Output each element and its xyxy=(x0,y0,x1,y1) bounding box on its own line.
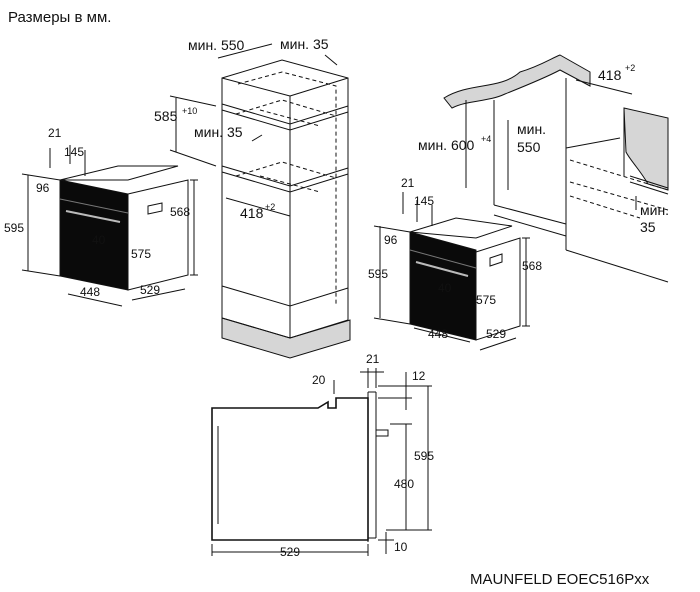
cabinet-under-width-418-tol: +2 xyxy=(625,63,635,73)
model-name: MAUNFELD EOEC516Pxx xyxy=(470,571,650,588)
cabinet-tall-height-585: 585 xyxy=(154,108,178,124)
oven-right-gap-40: 40 xyxy=(438,281,452,295)
countertop-left xyxy=(443,54,591,109)
cabinet-under-min-550-label: мин. xyxy=(517,121,546,137)
countertop-right xyxy=(623,107,669,191)
oven-left-handle xyxy=(65,210,121,223)
cabinet-tall-min-35-mid: мин. 35 xyxy=(194,124,243,140)
cabinet-tall-width-418: 418 xyxy=(240,205,264,221)
cabinet-under-min-550-value: 550 xyxy=(517,139,541,155)
cabinet-under-min-600: мин. 600 xyxy=(418,137,475,153)
oven-left-height-575: 575 xyxy=(131,247,151,261)
oven-right-handle xyxy=(415,261,469,277)
side-bottom-10: 10 xyxy=(394,540,408,554)
oven-left-depth-21: 21 xyxy=(48,126,62,140)
cabinet-tall-dimensions: мин. 550 мин. 35 585 +10 мин. 35 418 +2 xyxy=(154,36,338,221)
oven-left-dimensions: 21 145 595 96 568 40 575 448 529 xyxy=(4,126,198,307)
oven-right-dimensions: 21 145 595 96 568 40 575 448 529 xyxy=(368,176,542,351)
cabinet-under xyxy=(443,54,669,283)
cabinet-under-dimensions: 418 +2 мин. 600 +4 мин. 550 мин. 35 xyxy=(418,63,669,235)
oven-left-height-595: 595 xyxy=(4,221,24,235)
side-depth-20: 20 xyxy=(312,373,326,387)
cabinet-under-min-600-tol: +4 xyxy=(481,134,491,144)
side-depth-529: 529 xyxy=(280,545,300,559)
oven-right-depth-145: 145 xyxy=(414,194,434,208)
oven-right-height-568: 568 xyxy=(522,259,542,273)
oven-right-width-448: 448 xyxy=(428,327,448,341)
cabinet-under-min-35-value: 35 xyxy=(640,219,656,235)
oven-side-dimensions: 21 20 12 595 480 529 10 xyxy=(211,352,434,559)
side-depth-21: 21 xyxy=(366,352,380,366)
cabinet-tall-min-35-top: мин. 35 xyxy=(280,36,329,52)
cabinet-under-min-35-label: мин. xyxy=(640,202,669,218)
oven-right-depth-529: 529 xyxy=(486,327,506,341)
oven-left-iso xyxy=(59,165,189,291)
page-title: Размеры в мм. xyxy=(8,9,111,26)
cabinet-tall-height-585-tol: +10 xyxy=(182,106,197,116)
oven-right-side xyxy=(475,237,521,341)
cabinet-tall-min-550: мин. 550 xyxy=(188,37,245,53)
oven-right-panel-96: 96 xyxy=(384,233,398,247)
oven-left-front xyxy=(59,179,129,291)
cabinet-tall-width-418-tol: +2 xyxy=(265,202,275,212)
oven-right-top xyxy=(409,217,513,239)
cabinet-under-width-418: 418 xyxy=(598,67,622,83)
oven-right-front xyxy=(409,231,477,341)
oven-side-outline xyxy=(211,397,369,541)
oven-left-depth-145: 145 xyxy=(64,145,84,159)
oven-left-top xyxy=(59,165,179,181)
oven-side-section xyxy=(211,391,389,542)
oven-right-depth-21: 21 xyxy=(401,176,415,190)
side-height-480: 480 xyxy=(394,477,414,491)
oven-right-height-575: 575 xyxy=(476,293,496,307)
oven-left-height-568: 568 xyxy=(170,205,190,219)
oven-left-depth-529: 529 xyxy=(140,283,160,297)
oven-left-width-448: 448 xyxy=(80,285,100,299)
oven-left-side xyxy=(127,179,189,291)
oven-right-iso xyxy=(409,217,521,341)
cabinet-tall xyxy=(221,59,351,359)
oven-left-panel-96: 96 xyxy=(36,181,50,195)
side-top-12: 12 xyxy=(412,369,426,383)
side-height-595: 595 xyxy=(414,449,434,463)
oven-right-height-595: 595 xyxy=(368,267,388,281)
oven-left-gap-40: 40 xyxy=(92,233,106,247)
